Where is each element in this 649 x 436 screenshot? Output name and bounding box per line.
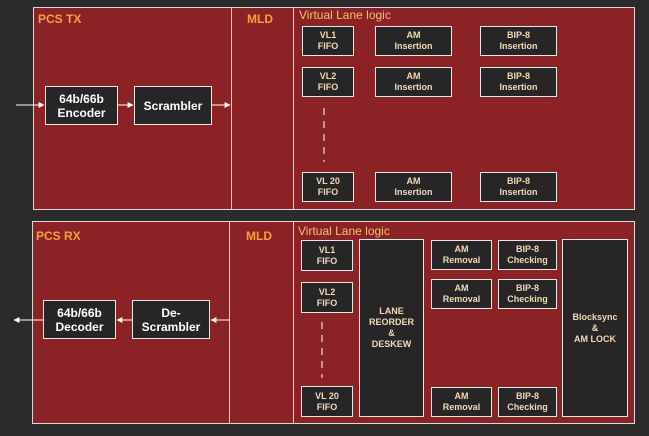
tx-mld-divider-left — [231, 7, 232, 210]
tx-virtual-lane-logic-label: Virtual Lane logic — [299, 8, 391, 22]
tx-mld-divider-right — [293, 7, 294, 210]
tx-mld-label: MLD — [247, 12, 273, 26]
rx-virtual-lane-logic-label: Virtual Lane logic — [298, 224, 390, 238]
rx-mld-divider-left — [229, 221, 230, 424]
pcs-rx-label: PCS RX — [36, 229, 81, 243]
tx-scrambler-block: Scrambler — [134, 86, 212, 125]
rx-mld-label: MLD — [246, 229, 272, 243]
rx-mld-divider-right — [293, 221, 294, 424]
rx-descrambler-block: De-Scrambler — [132, 300, 210, 339]
pcs-tx-label: PCS TX — [38, 12, 82, 26]
rx-blocksync-am-lock-block: Blocksync&AM LOCK — [562, 239, 628, 417]
